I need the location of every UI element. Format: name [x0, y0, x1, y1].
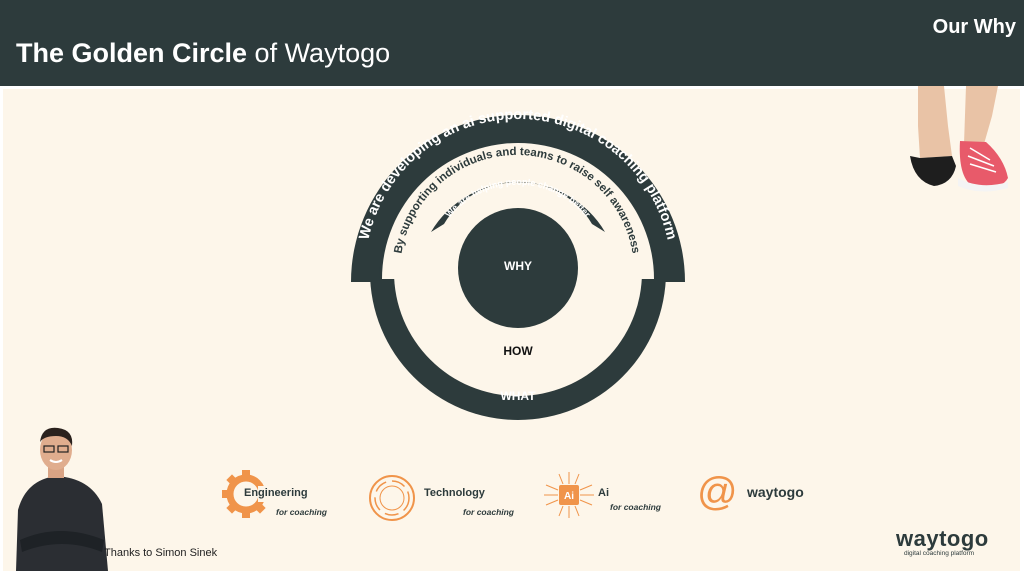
- gear-icon: [222, 470, 270, 518]
- frame-right-divider: [1020, 86, 1024, 571]
- at-sign-icon: @: [697, 470, 738, 514]
- how-label: HOW: [503, 344, 533, 358]
- why-label: WHY: [504, 259, 532, 273]
- middle-arc-inner-band: [386, 147, 650, 279]
- ai-sub: for coaching: [610, 502, 662, 512]
- engineering-label: Engineering: [244, 487, 308, 499]
- frame-left-divider: [0, 86, 3, 571]
- ai-chip-icon: Ai: [544, 472, 594, 518]
- ai-label: Ai: [598, 487, 609, 499]
- page-title: The Golden Circle of Waytogo: [16, 38, 390, 69]
- engineering-sub: for coaching: [276, 507, 328, 517]
- why-circle: [458, 208, 578, 328]
- what-label: WHAT: [500, 389, 536, 403]
- simon-sinek-photo: [12, 418, 112, 571]
- brand-logo: waytogo: [896, 526, 989, 551]
- shoes-photo: [910, 86, 1008, 192]
- brand-tagline: digital coaching platform: [904, 550, 975, 557]
- title-rest: of Waytogo: [247, 38, 391, 68]
- ai-badge: Ai: [564, 491, 574, 502]
- thanks-caption: Thanks to Simon Sinek: [104, 547, 218, 559]
- section-label: Our Why: [932, 16, 1016, 38]
- frame-top-divider: [0, 86, 1024, 89]
- outer-arc-band: [351, 115, 685, 282]
- technology-circle-icon: [369, 475, 415, 521]
- technology-label: Technology: [424, 487, 485, 499]
- title-bold: The Golden Circle: [16, 38, 248, 68]
- waytogo-logo-label: waytogo: [747, 484, 804, 500]
- technology-sub: for coaching: [463, 507, 515, 517]
- header-bar: The Golden Circle of Waytogo Our Why: [0, 0, 1024, 86]
